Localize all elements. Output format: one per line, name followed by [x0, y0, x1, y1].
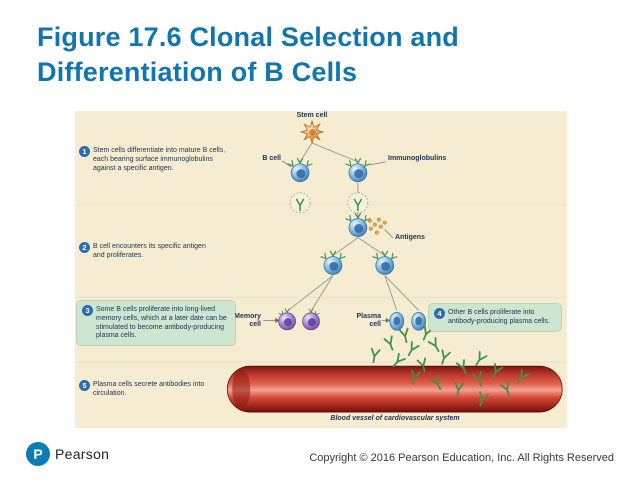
step-2-text: B cell encounters its specific antigen a…	[93, 243, 206, 259]
step-2-number-badge: 2	[79, 242, 90, 253]
copyright-text: Copyright © 2016 Pearson Education, Inc.…	[309, 452, 614, 464]
b-cell-label: B cell	[262, 155, 281, 162]
b-cell-icon	[287, 158, 371, 183]
pearson-logo-glyph: P	[33, 446, 43, 462]
blood-vessel-label: Blood vessel of cardiovascular system	[330, 415, 460, 422]
step-1-callout: 1 Stem cells differentiate into mature B…	[79, 146, 233, 173]
stem-cell-label: Stem cell	[296, 112, 328, 119]
step-5-text: Plasma cells secrete antibodies into cir…	[93, 381, 205, 397]
step-3-callout: 3 Some B cells proliferate into long-liv…	[77, 301, 235, 345]
antigens-icon	[367, 217, 387, 235]
figure-title: Figure 17.6 Clonal Selection and Differe…	[37, 20, 459, 89]
receptor-detail-icon	[289, 192, 369, 214]
immunoglobulins-label: Immunoglobulins	[388, 155, 447, 162]
step-5-callout: 5 Plasma cells secrete antibodies into c…	[79, 380, 219, 399]
pearson-wordmark: Pearson	[55, 446, 110, 462]
diagram-art	[75, 119, 567, 413]
step-3-text: Some B cells proliferate into long-lived…	[96, 306, 227, 340]
pearson-brand: P Pearson	[26, 442, 109, 466]
memory-cell-label: Memory cell	[234, 313, 261, 329]
diagram-panel: Stem cell B cell Immunoglobulins Antigen…	[75, 111, 567, 428]
pearson-logo-icon: P	[26, 442, 50, 466]
step-5-number-badge: 5	[79, 380, 90, 391]
memory-cell-icon	[278, 308, 321, 331]
step-4-number-badge: 4	[434, 308, 445, 319]
leader-lines	[263, 121, 394, 321]
antigens-label: Antigens	[395, 234, 425, 241]
step-4-text: Other B cells proliferate into antibody-…	[448, 309, 550, 325]
figure-title-line1: Figure 17.6 Clonal Selection and	[37, 22, 459, 52]
step-3-number-badge: 3	[82, 305, 93, 316]
figure-title-line2: Differentiation of B Cells	[37, 56, 358, 87]
step-2-callout: 2 B cell encounters its specific antigen…	[79, 242, 215, 261]
leader-arrowheads	[275, 317, 390, 323]
blood-vessel	[226, 365, 563, 413]
step-4-callout: 4 Other B cells proliferate into antibod…	[429, 304, 561, 331]
plasma-cell-label: Plasma cell	[356, 313, 381, 329]
step-1-text: Stem cells differentiate into mature B c…	[93, 147, 226, 172]
section-dividers	[75, 204, 567, 363]
stem-cell-icon	[299, 119, 325, 145]
step-1-number-badge: 1	[79, 146, 90, 157]
plasma-cell-icon	[389, 311, 427, 331]
